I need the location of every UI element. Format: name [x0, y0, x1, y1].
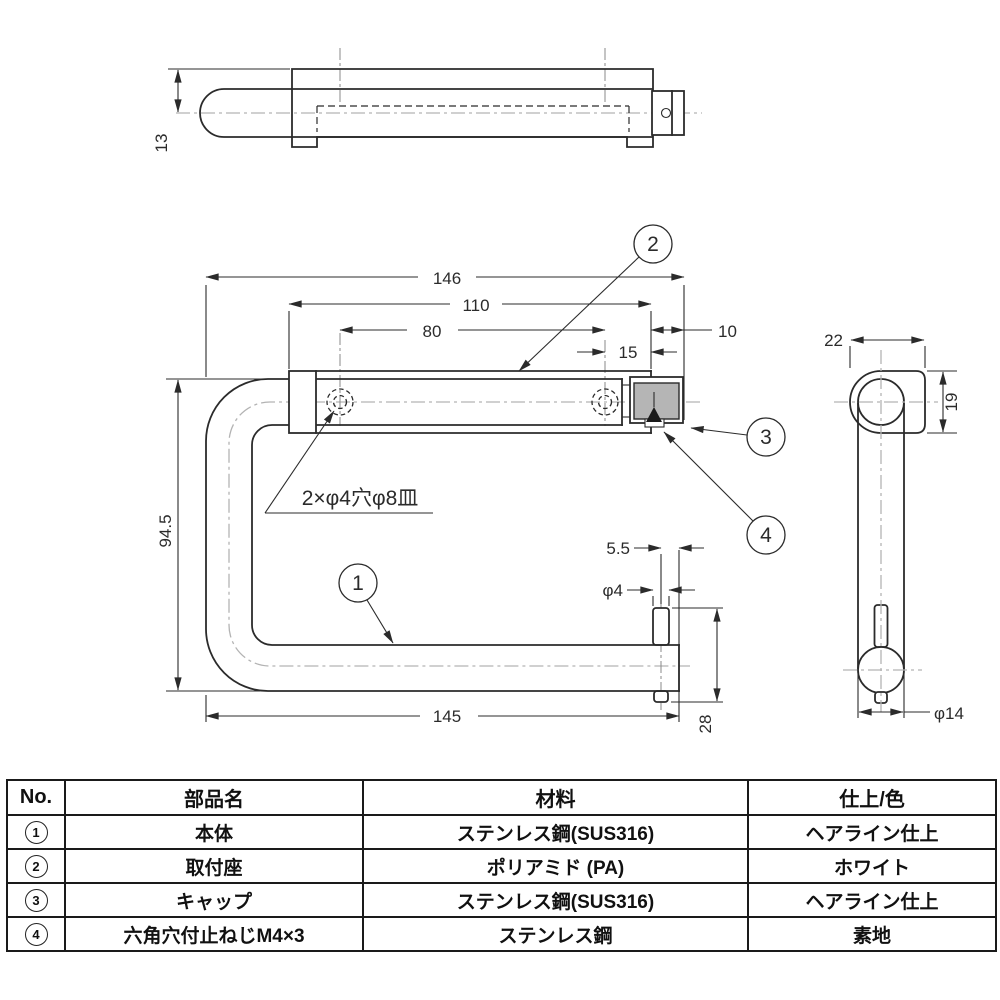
dim-80: 80	[423, 322, 442, 341]
balloon-1: 1	[338, 563, 394, 644]
top-plate-outline	[291, 68, 654, 148]
dim-28: 28	[696, 715, 715, 734]
circled-number: 3	[24, 888, 48, 912]
roll-stop-pin-tip	[653, 690, 669, 703]
table-row: 2 取付座 ポリアミド (PA) ホワイト	[6, 848, 997, 884]
drawing-canvas: 13	[152, 48, 964, 734]
dim-phi14: φ14	[934, 704, 964, 723]
side-view: 22 19 φ14	[824, 331, 964, 723]
header-finish-color: 仕上/色	[747, 779, 997, 816]
finish-cell: ホワイト	[747, 848, 997, 884]
body-outer-contour	[205, 378, 680, 692]
table-row: 1 本体 ステンレス鋼(SUS316) ヘアライン仕上	[6, 814, 997, 850]
header-no: No.	[6, 779, 66, 816]
top-bar-outline	[199, 88, 653, 138]
dim-94-5: 94.5	[156, 514, 175, 547]
part-name-cell: 本体	[64, 814, 364, 850]
header-part-name: 部品名	[64, 779, 364, 816]
row-no-cell: 1	[6, 814, 66, 850]
front-view: 146 110 80 10 15 94.5 145 5.5	[156, 224, 786, 734]
set-screw	[646, 407, 662, 422]
top-set-screw-hole	[660, 107, 672, 119]
dim-22: 22	[824, 331, 843, 350]
dim-13: 13	[152, 134, 171, 153]
dim-145: 145	[433, 707, 461, 726]
row-no-cell: 4	[6, 916, 66, 952]
circled-number: 4	[24, 922, 48, 946]
dim-146: 146	[433, 269, 461, 288]
screw-hole-left	[326, 388, 354, 416]
balloon-2-number: 2	[647, 233, 659, 256]
material-cell: ステンレス鋼(SUS316)	[362, 882, 749, 918]
top-view: 13	[152, 48, 702, 152]
hole-note: 2×φ4穴φ8皿	[302, 487, 419, 510]
part-name-cell: 取付座	[64, 848, 364, 884]
parts-table-header-row: No. 部品名 材料 仕上/色	[6, 779, 997, 816]
finish-cell: ヘアライン仕上	[747, 882, 997, 918]
parts-table: No. 部品名 材料 仕上/色 1 本体 ステンレス鋼(SUS316) ヘアライ…	[6, 779, 997, 952]
part-name-cell: 六角穴付止ねじM4×3	[64, 916, 364, 952]
plate-left-end	[288, 370, 317, 434]
circled-number: 2	[24, 854, 48, 878]
table-row: 3 キャップ ステンレス鋼(SUS316) ヘアライン仕上	[6, 882, 997, 918]
dim-phi4: φ4	[603, 581, 623, 600]
dim-19: 19	[942, 393, 961, 412]
finish-cell: ヘアライン仕上	[747, 814, 997, 850]
material-cell: ステンレス鋼(SUS316)	[362, 814, 749, 850]
balloon-4: 4	[663, 431, 786, 555]
balloon-3-number: 3	[760, 426, 772, 449]
dim-110: 110	[462, 296, 489, 315]
dim-15: 15	[619, 343, 638, 362]
table-row: 4 六角穴付止ねじM4×3 ステンレス鋼 素地	[6, 916, 997, 952]
dim-10: 10	[718, 322, 737, 341]
circled-number: 1	[24, 820, 48, 844]
balloon-3: 3	[690, 417, 786, 457]
body-inner-contour	[251, 424, 680, 646]
finish-cell: 素地	[747, 916, 997, 952]
screw-hole-right	[591, 388, 619, 416]
part-name-cell: キャップ	[64, 882, 364, 918]
row-no-cell: 3	[6, 882, 66, 918]
header-material: 材料	[362, 779, 749, 816]
roll-stop-pin	[652, 607, 670, 646]
dim-5-5: 5.5	[606, 539, 630, 558]
material-cell: ポリアミド (PA)	[362, 848, 749, 884]
top-cap	[651, 90, 685, 136]
balloon-2: 2	[518, 224, 673, 372]
row-no-cell: 2	[6, 848, 66, 884]
balloon-1-number: 1	[352, 572, 364, 595]
material-cell: ステンレス鋼	[362, 916, 749, 952]
balloon-4-number: 4	[760, 524, 772, 547]
